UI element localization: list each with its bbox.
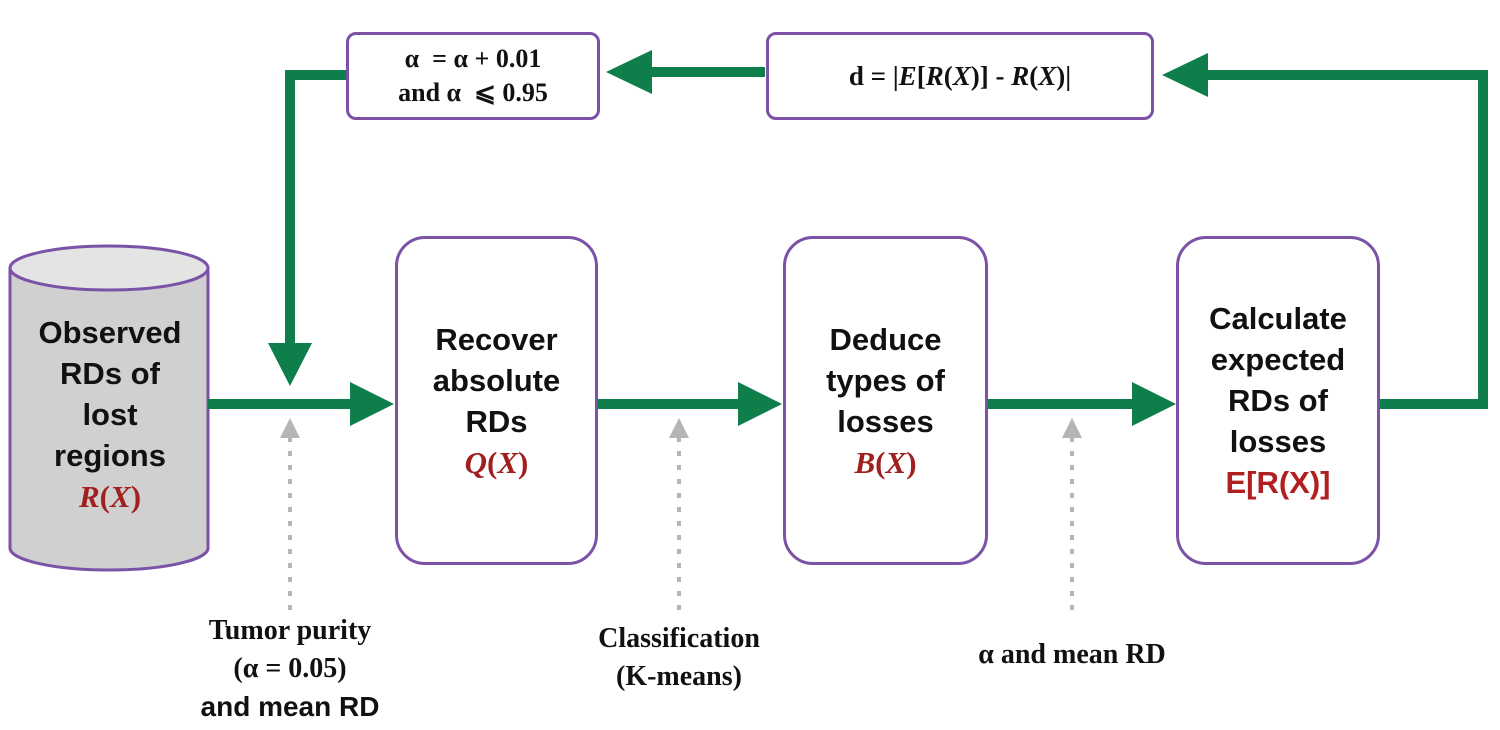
arrow-update-to-input [285,70,346,345]
step-calculate-box: Calculate expected RDs of losses E[R(X)] [1176,236,1380,565]
input-arrows [280,418,1082,610]
input-purity-line-1: Tumor purity [208,615,372,646]
step-calculate-line-4: losses [1229,424,1327,459]
step-recover-line-1: Recover [435,321,558,357]
arrow-calculate-to-difference [1206,70,1488,409]
feedback-loop [268,50,1488,409]
source-line-2: RDs of [60,356,160,391]
step-deduce-line-1: Deduce [829,321,942,357]
alpha-update-line-2: and α ⩽ 0.95 [398,78,548,107]
alpha-update-line-1: α = α + 0.01 [404,44,542,73]
source-line-1: Observed [38,315,182,350]
step-deduce-line-3: losses [837,403,934,439]
source-node: Observed RDs of lost regions R(X) [10,312,210,517]
step-calculate-line-3: RDs of [1228,383,1328,418]
input-purity-line-3: and mean RD [200,691,380,722]
input-purity-line-2: (α = 0.05) [233,653,347,684]
flow-arrows [208,382,1176,426]
step-deduce-symbol: B(X) [854,444,917,480]
step-calculate-symbol: E[R(X)] [1225,465,1331,500]
source-line-4: regions [54,438,166,473]
input-label-classification: Classification (K-means) [549,620,809,696]
step-calculate-line-1: Calculate [1209,301,1347,336]
input-label-alpha: α and mean RD [922,636,1222,674]
input-classification-line-1: Classification [598,623,760,654]
input-label-purity: Tumor purity (α = 0.05) and mean RD [160,612,420,726]
step-calculate-line-2: expected [1210,342,1346,377]
difference-formula: d = |E[R(X)] - R(X)| [848,61,1072,91]
step-recover-symbol: Q(X) [464,444,529,480]
step-deduce-box: Deduce types of losses B(X) [783,236,988,565]
step-recover-line-3: RDs [465,403,528,439]
source-symbol: R(X) [78,479,142,514]
step-deduce-line-2: types of [826,362,945,398]
input-classification-line-2: (K-means) [616,661,742,692]
source-line-3: lost [82,397,138,432]
input-alpha-line-1: α and mean RD [978,639,1166,670]
observed-data-cylinder [8,244,210,572]
step-recover-line-2: absolute [432,362,561,398]
difference-box: d = |E[R(X)] - R(X)| [766,32,1154,120]
alpha-update-box: α = α + 0.01 and α ⩽ 0.95 [346,32,600,120]
step-recover-box: Recover absolute RDs Q(X) [395,236,598,565]
